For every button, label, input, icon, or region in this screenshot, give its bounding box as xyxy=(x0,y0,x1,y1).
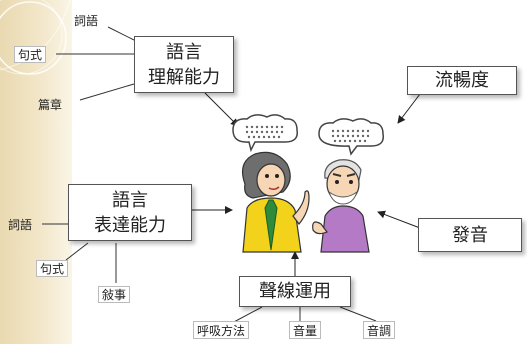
pronunciation-box: 發音 xyxy=(418,218,522,252)
expression-box: 語言 表達能力 xyxy=(68,184,192,241)
expression-line2: 表達能力 xyxy=(94,214,166,236)
voice-item-pitch: 音調 xyxy=(363,321,396,339)
understanding-box: 語言 理解能力 xyxy=(134,36,234,93)
voice-item-volume: 音量 xyxy=(289,321,322,339)
decorative-swirl xyxy=(0,0,71,75)
speech-bubble-icon xyxy=(318,118,384,156)
thinking-woman-icon xyxy=(242,151,310,253)
expression-item-words: 詞語 xyxy=(8,218,33,232)
voice-box: 聲線運用 xyxy=(239,276,351,307)
expression-line1: 語言 xyxy=(112,189,148,211)
fluency-box: 流暢度 xyxy=(407,66,517,95)
understanding-item-passage: 篇章 xyxy=(38,98,63,112)
understanding-line2: 理解能力 xyxy=(148,66,220,88)
expression-item-narrative: 敍事 xyxy=(98,286,131,303)
thinking-man-icon xyxy=(312,159,370,253)
speech-bubble-icon xyxy=(232,114,298,153)
voice-item-breathing: 呼吸方法 xyxy=(193,321,250,339)
expression-item-sentence: 句式 xyxy=(36,260,69,277)
understanding-line1: 語言 xyxy=(166,41,202,63)
understanding-item-sentence: 句式 xyxy=(14,46,47,63)
understanding-item-words: 詞語 xyxy=(74,14,99,28)
speakers-illustration xyxy=(232,114,384,253)
